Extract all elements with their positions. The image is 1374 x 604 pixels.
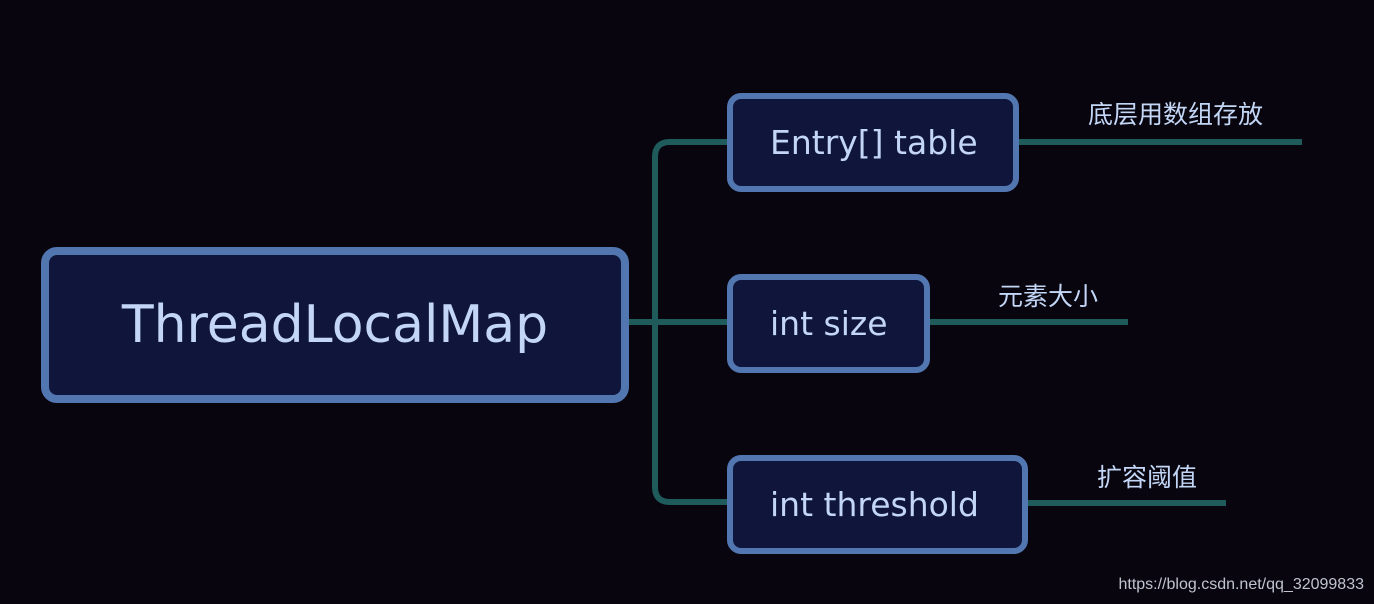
root-node-label: ThreadLocalMap [121, 295, 549, 355]
watermark-url: https://blog.csdn.net/qq_32099833 [1118, 576, 1364, 593]
child-node-label: Entry[] table [770, 123, 978, 162]
child-node-label: int size [770, 304, 888, 343]
note-entry-table: 底层用数组存放 [1088, 100, 1264, 129]
root-node-threadlocalmap[interactable]: ThreadLocalMap [41, 247, 629, 403]
connector-branch-threshold [652, 322, 727, 505]
child-node-int-threshold[interactable]: int threshold [727, 455, 1028, 554]
child-node-int-size[interactable]: int size [727, 274, 930, 373]
child-node-label: int threshold [770, 485, 979, 524]
child-node-entry-table[interactable]: Entry[] table [727, 93, 1019, 192]
connector-branch-entry [652, 139, 727, 322]
note-int-threshold: 扩容阈值 [1097, 463, 1198, 492]
note-int-size: 元素大小 [998, 282, 1099, 311]
